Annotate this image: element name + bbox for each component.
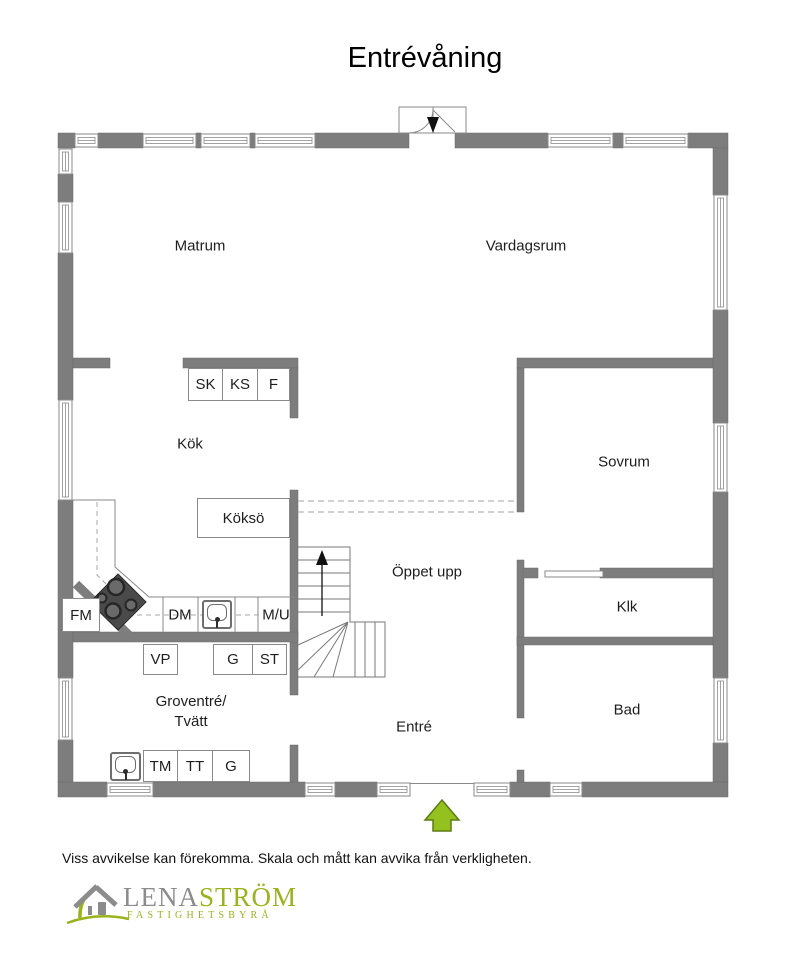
- room-label-sovrum: Sovrum: [598, 453, 650, 471]
- window-icon: [713, 422, 728, 493]
- kitchen-island: Köksö: [197, 498, 290, 538]
- stair-arrow-head: [316, 550, 328, 565]
- cabinet-g-lower: G: [213, 750, 250, 782]
- window-icon: [58, 399, 73, 501]
- room-label-groventre-tvatt: Groventré/ Tvätt: [156, 692, 227, 732]
- room-label-groventre-line1: Groventré/: [155, 693, 227, 710]
- cabinet-g-upper: G: [213, 644, 253, 675]
- disclaimer-text: Viss avvikelse kan förekomma. Skala och …: [62, 850, 532, 866]
- appliance-mu: M/U: [262, 606, 290, 624]
- logo-name-gray: LENA: [123, 882, 199, 912]
- top-entrance-door: [398, 106, 467, 134]
- window-icon: [142, 133, 197, 148]
- kitchen-sink-icon: [202, 600, 232, 629]
- window-icon: [713, 677, 728, 744]
- room-label-vardagsrum: Vardagsrum: [485, 237, 567, 255]
- page-title: Entrévåning: [347, 42, 503, 74]
- stove-icon: [89, 573, 147, 631]
- window-icon: [713, 194, 728, 311]
- tap-icon: [214, 617, 220, 628]
- appliance-fm: FM: [62, 598, 100, 632]
- room-label-oppet-upp: Öppet upp: [391, 563, 463, 581]
- room-label-bad: Bad: [613, 701, 641, 719]
- window-icon: [254, 133, 316, 148]
- laundry-sink-icon: [110, 752, 141, 781]
- window-icon: [622, 133, 689, 148]
- open-above-dashes: [298, 500, 517, 513]
- appliance-st: ST: [253, 644, 287, 675]
- window-icon: [473, 782, 511, 797]
- window-icon: [200, 133, 251, 148]
- window-icon: [106, 782, 154, 797]
- logo-subtitle: FASTIGHETSBYRÅ: [127, 910, 273, 921]
- window-icon: [74, 133, 99, 148]
- window-icon: [58, 677, 73, 741]
- cabinet-ks: KS: [223, 368, 258, 401]
- window-icon: [58, 148, 73, 175]
- sliding-door: [544, 570, 604, 578]
- logo-house-icon: [66, 884, 130, 925]
- appliance-tt: TT: [178, 750, 213, 782]
- appliance-vp: VP: [143, 644, 178, 675]
- cabinet-f: F: [258, 368, 290, 401]
- window-icon: [549, 782, 583, 797]
- windows: [58, 133, 728, 797]
- logo-wordmark: LENASTRÖM: [123, 882, 297, 913]
- room-label-klk: Klk: [616, 598, 638, 616]
- tap-icon: [123, 769, 128, 780]
- window-icon: [547, 133, 614, 148]
- window-icon: [304, 782, 336, 797]
- exterior-walls: [57, 132, 729, 798]
- door-swing-icon: [408, 108, 434, 134]
- room-label-groventre-line2: Tvätt: [174, 713, 208, 730]
- appliance-tm: TM: [143, 750, 178, 782]
- room-label-entre: Entré: [396, 718, 432, 736]
- staircase: [297, 546, 386, 678]
- logo-name-green: STRÖM: [198, 882, 298, 912]
- room-label-kok: Kök: [177, 435, 203, 453]
- appliance-dm: DM: [168, 606, 192, 624]
- room-label-matrum: Matrum: [174, 237, 226, 255]
- door-arrow-icon: [427, 117, 439, 133]
- entrance-arrow-icon: [423, 798, 461, 832]
- cabinet-sk: SK: [188, 368, 223, 401]
- window-icon: [376, 782, 411, 797]
- window-icon: [58, 201, 73, 254]
